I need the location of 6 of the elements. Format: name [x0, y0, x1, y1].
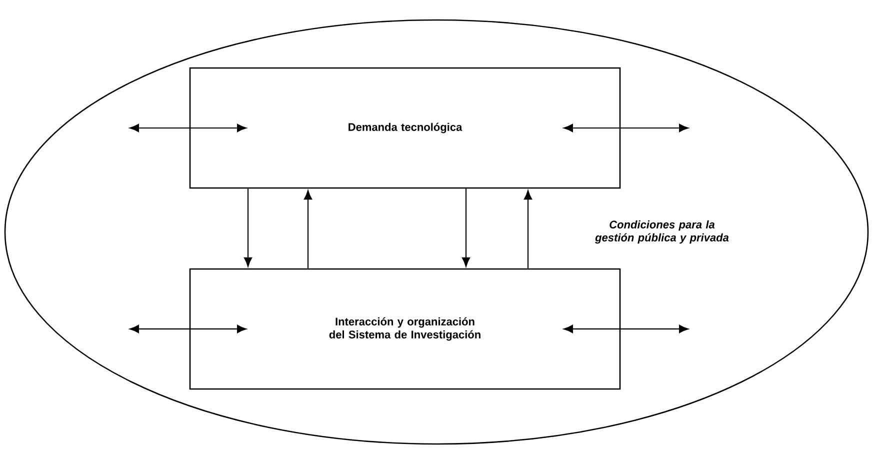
- arrow: [244, 188, 252, 267]
- process-box: Demanda tecnológica: [189, 67, 621, 189]
- arrow: [524, 190, 532, 268]
- arrow: [462, 188, 470, 267]
- arrow: [304, 190, 312, 268]
- process-box: Interacción y organización del Sistema de Investigación: [189, 268, 621, 390]
